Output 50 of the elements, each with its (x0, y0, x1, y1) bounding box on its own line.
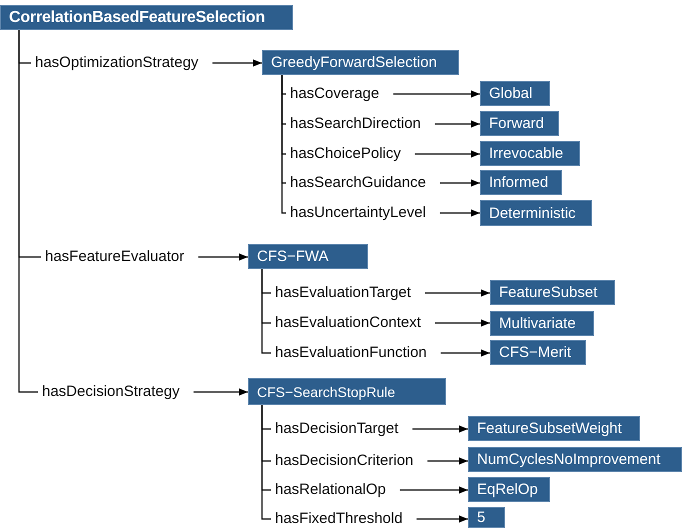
tree-line (18, 30, 38, 393)
property-label: hasRelationalOp (275, 481, 386, 499)
class-box: CFS−Merit (490, 340, 586, 365)
property-label: hasDecisionCriterion (275, 452, 414, 470)
arrow (400, 486, 468, 494)
property-label: hasOptimizationStrategy (35, 54, 198, 72)
arrow (416, 515, 468, 523)
arrow (440, 349, 490, 357)
property-label: hasChoicePolicy (290, 145, 401, 163)
class-box: CFS−FWA (248, 244, 368, 269)
property-label: hasEvaluationContext (275, 314, 421, 332)
class-box: Irrevocable (480, 141, 580, 166)
property-label: hasUncertaintyLevel (290, 204, 426, 222)
arrow (393, 90, 480, 98)
class-box: Multivariate (490, 311, 594, 336)
tree-line (281, 75, 286, 214)
class-box: Informed (480, 170, 562, 195)
class-box: GreedyForwardSelection (262, 50, 459, 75)
arrow (194, 388, 248, 396)
arrow (434, 319, 490, 327)
arrow (440, 179, 480, 187)
property-label: hasCoverage (290, 85, 380, 103)
property-label: hasSearchDirection (290, 115, 421, 133)
class-box: Global (480, 81, 550, 106)
arrow (427, 457, 468, 465)
tree-line (261, 269, 271, 354)
property-label: hasDecisionStrategy (42, 383, 180, 401)
class-box: CFS−SearchStopRule (248, 378, 446, 405)
property-label: hasSearchGuidance (290, 174, 426, 192)
class-box: FeatureSubset (490, 280, 615, 305)
class-box: Deterministic (480, 200, 592, 226)
arrow (212, 59, 262, 67)
arrow (414, 150, 480, 158)
property-label: hasFeatureEvaluator (45, 248, 184, 266)
arrow (424, 289, 490, 297)
arrow (412, 425, 468, 433)
class-box: Forward (480, 111, 559, 136)
property-label: hasFixedThreshold (275, 510, 403, 528)
class-box: EqRelOp (468, 477, 550, 502)
property-label: hasEvaluationTarget (275, 284, 411, 302)
class-box: NumCyclesNoImprovement (468, 447, 682, 472)
arrow (434, 120, 480, 128)
tree-line (261, 405, 271, 520)
arrow (440, 209, 480, 217)
arrow (198, 253, 248, 261)
property-label: hasDecisionTarget (275, 420, 398, 438)
class-box: FeatureSubsetWeight (468, 416, 640, 441)
root-class-box: CorrelationBasedFeatureSelection (0, 5, 293, 30)
property-label: hasEvaluationFunction (275, 344, 427, 362)
class-box: 5 (468, 507, 505, 528)
